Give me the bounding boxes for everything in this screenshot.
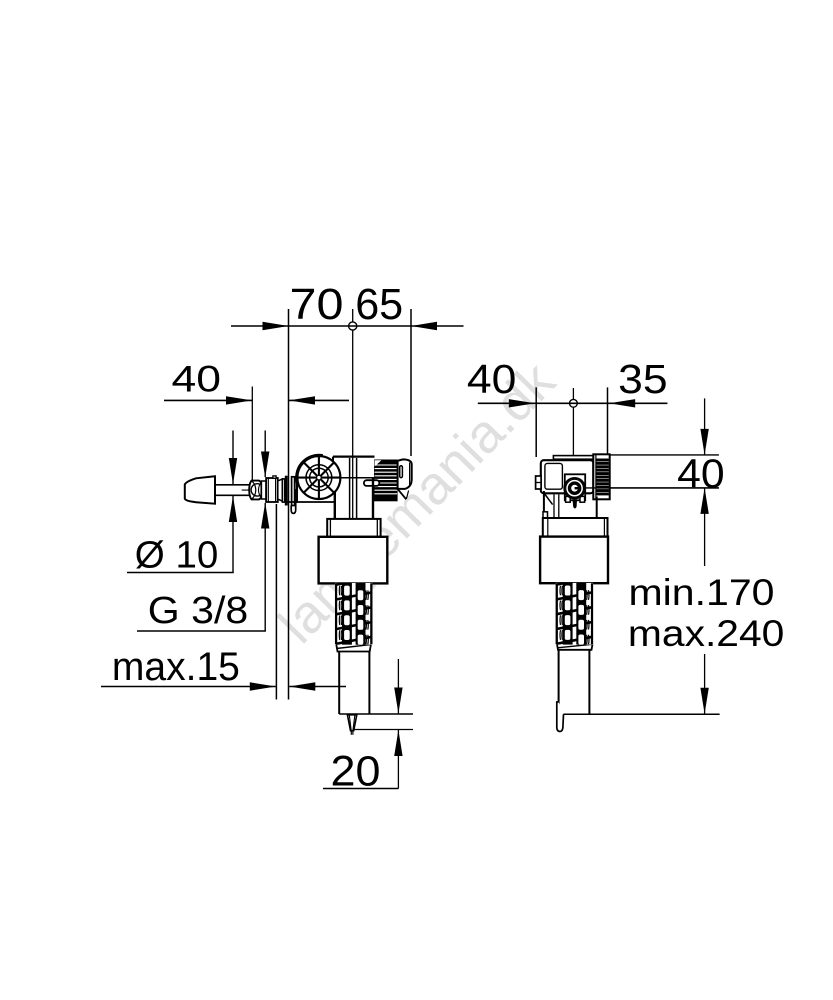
svg-text:G 3/8: G 3/8 (148, 590, 249, 632)
svg-text:min.170: min.170 (629, 572, 775, 613)
svg-text:max.240: max.240 (628, 612, 785, 654)
svg-text:70: 70 (290, 280, 344, 329)
svg-text:35: 35 (618, 356, 668, 402)
svg-text:40: 40 (467, 356, 517, 402)
svg-text:40: 40 (172, 358, 222, 399)
svg-text:20: 20 (331, 748, 381, 796)
svg-text:65: 65 (355, 280, 403, 329)
svg-text:Ø 10: Ø 10 (135, 535, 219, 577)
svg-text:max.15: max.15 (112, 645, 240, 689)
svg-text:40: 40 (677, 450, 725, 496)
